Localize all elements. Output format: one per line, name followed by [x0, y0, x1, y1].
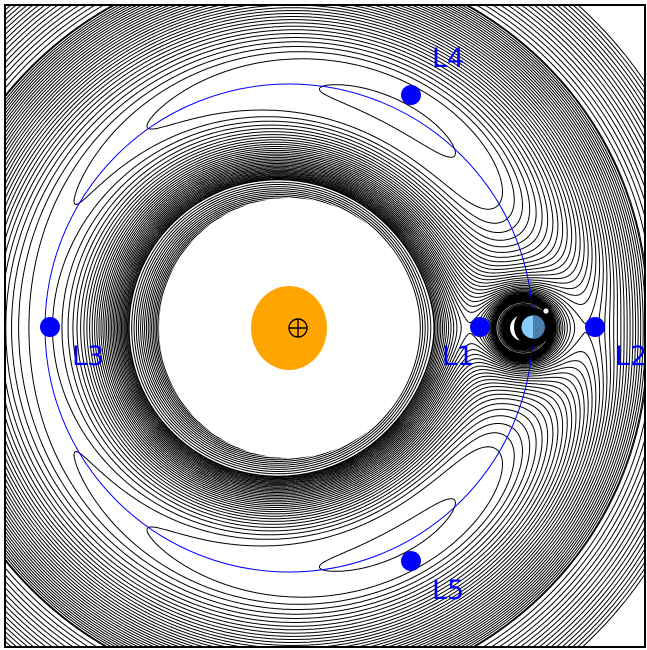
label-l2: L2	[615, 341, 647, 372]
lagrange-point-l1	[470, 317, 490, 337]
label-l5: L5	[432, 575, 464, 606]
label-l3: L3	[72, 341, 104, 372]
label-l1: L1	[442, 341, 474, 372]
sun-symbol-icon	[288, 318, 308, 338]
label-l4: L4	[432, 43, 464, 74]
frame	[4, 4, 646, 648]
lagrange-point-l5	[401, 551, 421, 571]
planet-body	[514, 307, 552, 346]
lagrange-point-l4	[401, 85, 421, 105]
lagrange-points-group	[40, 85, 605, 571]
lagrange-point-l2	[585, 317, 605, 337]
lagrange-point-l3	[40, 317, 60, 337]
